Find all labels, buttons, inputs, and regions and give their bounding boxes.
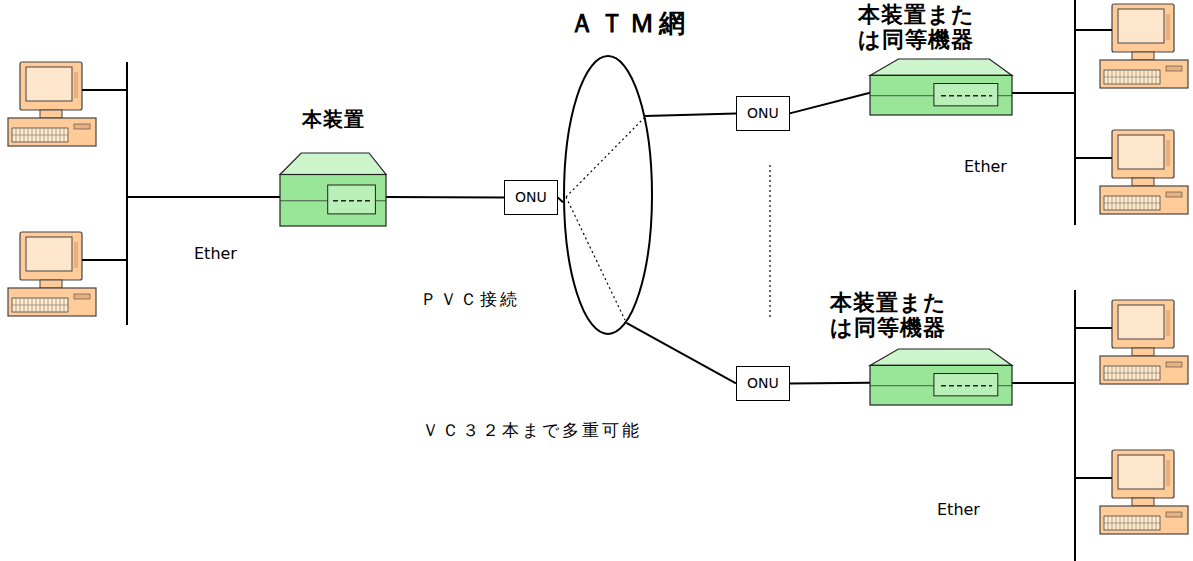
device-label: 本装置また は同等機器 bbox=[858, 2, 981, 53]
lan-cable bbox=[1012, 92, 1075, 94]
lan-cable bbox=[127, 196, 280, 198]
device-name: ONU bbox=[747, 105, 779, 121]
network-label: ＡＴＭ網 bbox=[569, 9, 689, 39]
virtual-circuit bbox=[566, 197, 625, 320]
router-icon bbox=[870, 348, 1012, 406]
pc-icon bbox=[1100, 450, 1188, 534]
device-name: ONU bbox=[747, 375, 779, 391]
ether-bus bbox=[1074, 0, 1076, 225]
lan-cable bbox=[1012, 382, 1075, 384]
pc-icon bbox=[1100, 4, 1188, 88]
router-icon bbox=[870, 58, 1012, 116]
device-name: ONU bbox=[515, 189, 547, 205]
lan-cable bbox=[82, 89, 127, 91]
network-label: Ether bbox=[935, 500, 982, 519]
network-outline bbox=[563, 55, 653, 335]
network-link bbox=[790, 382, 870, 385]
device-router: 本装置また は同等機器 bbox=[870, 58, 1012, 116]
pc-icon bbox=[1100, 300, 1188, 384]
lan-cable bbox=[1075, 327, 1112, 329]
network-link bbox=[790, 93, 870, 114]
network-label: Ether bbox=[192, 244, 239, 263]
device-label: 本装置 bbox=[302, 108, 365, 131]
network-link bbox=[386, 196, 504, 198]
lan-cable bbox=[82, 259, 127, 261]
virtual-circuit bbox=[566, 116, 646, 197]
network-link bbox=[645, 113, 736, 116]
continuation-dots bbox=[769, 165, 770, 320]
pc-icon bbox=[1100, 130, 1188, 214]
router-icon bbox=[280, 152, 386, 227]
pc-icon bbox=[8, 62, 96, 146]
lan-cable bbox=[1075, 477, 1112, 479]
atm-network-ellipse: ＡＴＭ網 bbox=[563, 55, 653, 335]
device-label: 本装置また は同等機器 bbox=[830, 290, 953, 341]
ether-bus bbox=[1074, 290, 1076, 561]
lan-cable bbox=[1075, 157, 1112, 159]
device-router: 本装置 bbox=[280, 152, 386, 227]
network-label: Ether bbox=[962, 157, 1009, 176]
note-label: ＶＣ３２本まで多重可能 bbox=[420, 420, 644, 440]
onu-box: ONU bbox=[504, 180, 558, 215]
onu-box: ONU bbox=[736, 366, 790, 401]
network-link bbox=[626, 323, 736, 384]
connection-label: ＰＶＣ接続 bbox=[418, 289, 522, 309]
pc-icon bbox=[8, 232, 96, 316]
ether-bus bbox=[126, 62, 128, 325]
onu-box: ONU bbox=[736, 96, 790, 131]
lan-cable bbox=[1075, 29, 1112, 31]
device-router: 本装置また は同等機器 bbox=[870, 348, 1012, 406]
network-link bbox=[558, 197, 563, 202]
